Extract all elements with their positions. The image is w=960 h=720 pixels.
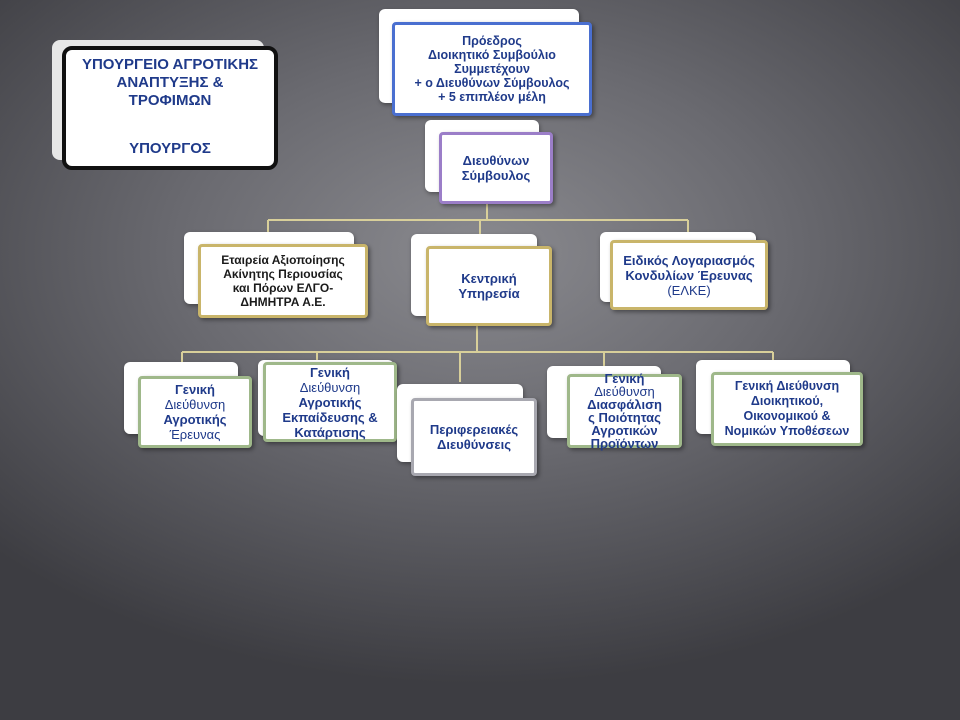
regional-line2: Διευθύνσεις [437, 437, 511, 452]
education-line2: Διεύθυνση [299, 379, 361, 395]
research-card: Γενική Διεύθυνση Αγροτικής Έρευνας [138, 376, 252, 448]
elgo-line3: και Πόρων ΕΛΓΟ- [232, 281, 334, 295]
education-line1: Γενική [309, 364, 350, 380]
research-line3: Αγροτικής [163, 412, 227, 427]
board-extra-members: + 5 επιπλέον μέλη [438, 90, 546, 104]
board-ceo-member: + ο Διευθύνων Σύμβουλος [414, 76, 570, 90]
education-line4: Εκπαίδευσης & [282, 409, 378, 425]
quality-line2: Διεύθυνση [594, 384, 655, 399]
elgo-line1: Εταιρεία Αξιοποίησης [221, 253, 345, 267]
ministry-title-line2: ΑΝΑΠΤΥΞΗΣ & [116, 74, 224, 91]
elke-line2: Κονδυλίων Έρευνας [625, 267, 753, 283]
board-president: Πρόεδρος [462, 34, 522, 48]
admin-line2: Διοικητικού, [750, 394, 824, 408]
elgo-line2: Ακίνητης Περιουσίας [223, 267, 343, 281]
admin-line4: Νομικών Υποθέσεων [724, 424, 850, 438]
admin-card: Γενική Διεύθυνση Διοικητικού, Οικονομικο… [711, 372, 863, 446]
admin-line1: Γενική Διεύθυνση [734, 379, 840, 393]
education-line3: Αγροτικής [298, 394, 362, 410]
elgo-line4: ΔΗΜΗΤΡΑ Α.Ε. [240, 295, 326, 309]
ministry-title-line1: ΥΠΟΥΡΓΕΙΟ ΑΓΡΟΤΙΚΗΣ [81, 56, 259, 73]
quality-card: Γενική Διεύθυνση Διασφάλιση ς Ποιότητας … [567, 371, 682, 451]
research-line1: Γενική [174, 382, 215, 397]
research-line2: Διεύθυνση [164, 397, 226, 412]
ceo-line2: Σύμβουλος [461, 168, 531, 183]
elke-line3: (ΕΛΚΕ) [667, 282, 711, 298]
quality-line6: Προϊόντων [590, 436, 659, 451]
board-participants: Συμμετέχουν [454, 62, 530, 76]
quality-line3: Διασφάλιση [587, 397, 662, 412]
research-line4: Έρευνας [169, 427, 221, 442]
central-line2: Υπηρεσία [458, 286, 520, 301]
ministry-title-line3: ΤΡΟΦΙΜΩΝ [128, 92, 212, 109]
board-title: Διοικητικό Συμβούλιο [428, 48, 556, 62]
elke-line1: Ειδικός Λογαριασμός [623, 252, 755, 268]
elke-card: Ειδικός Λογαριασμός Κονδυλίων Έρευνας (Ε… [610, 240, 768, 310]
elgo-card: Εταιρεία Αξιοποίησης Ακίνητης Περιουσίας… [198, 244, 368, 318]
regional-card: Περιφερειακές Διευθύνσεις [411, 398, 537, 476]
ceo-card: Διευθύνων Σύμβουλος [439, 132, 553, 204]
quality-line4: ς Ποιότητας [588, 410, 661, 425]
central-card: Κεντρική Υπηρεσία [426, 246, 552, 326]
ministry-box: ΥΠΟΥΡΓΕΙΟ ΑΓΡΟΤΙΚΗΣ ΑΝΑΠΤΥΞΗΣ & ΤΡΟΦΙΜΩΝ… [62, 46, 278, 170]
regional-line1: Περιφερειακές [429, 422, 519, 437]
board-card: Πρόεδρος Διοικητικό Συμβούλιο Συμμετέχου… [392, 22, 592, 116]
minister-label: ΥΠΟΥΡΓΟΣ [129, 140, 211, 157]
education-line5: Κατάρτισης [294, 424, 366, 440]
quality-line1: Γενική [604, 371, 645, 386]
ceo-line1: Διευθύνων [462, 153, 530, 168]
quality-line5: Αγροτικών [591, 423, 658, 438]
admin-line3: Οικονομικού & [743, 409, 831, 423]
education-card: Γενική Διεύθυνση Αγροτικής Εκπαίδευσης &… [263, 362, 397, 442]
central-line1: Κεντρική [461, 271, 517, 286]
